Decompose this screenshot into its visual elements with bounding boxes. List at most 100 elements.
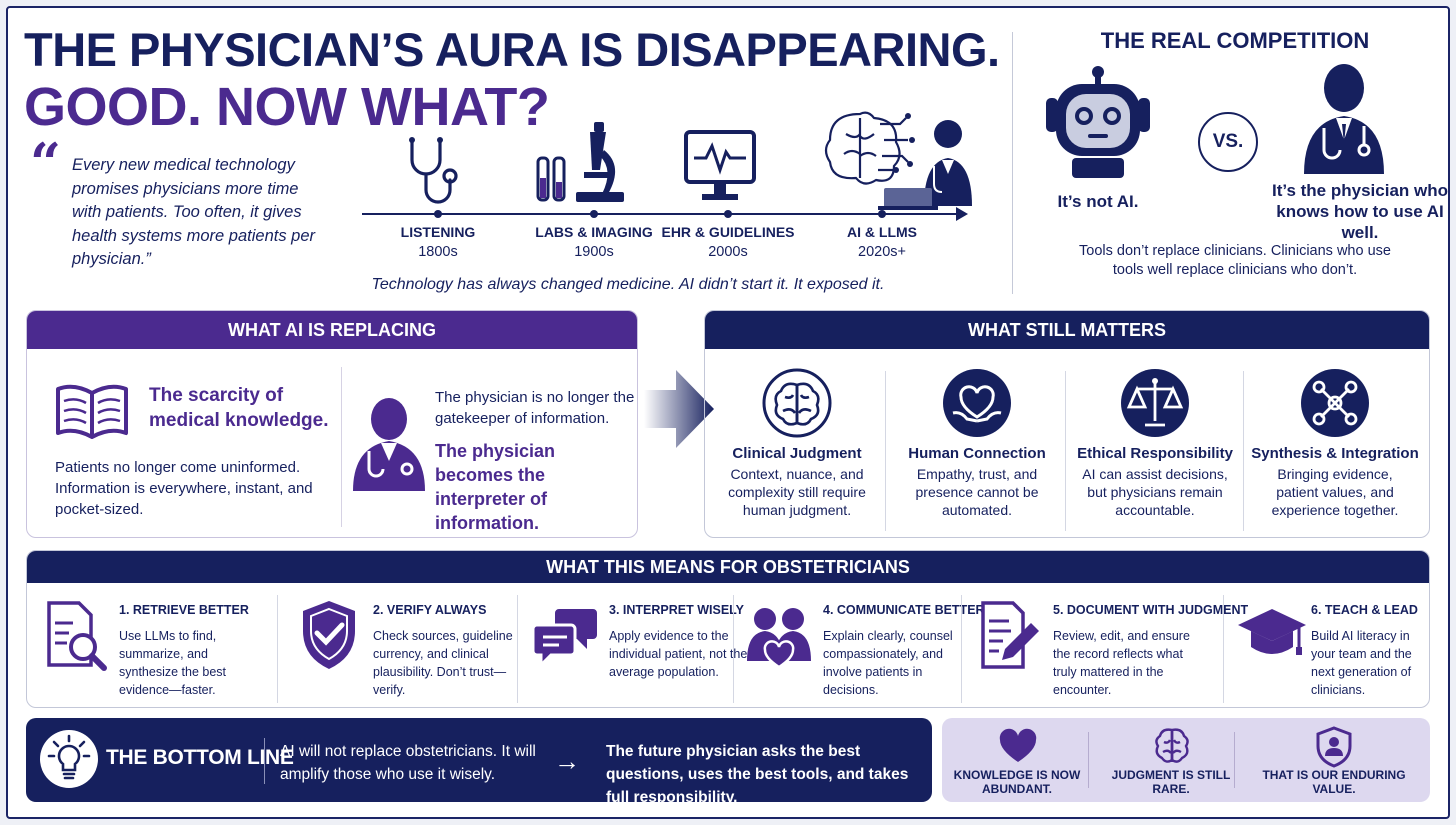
obstetricians-item: 2. VERIFY ALWAYS Check sources, guidelin…: [281, 583, 515, 707]
truth-item: KNOWLEDGE IS NOW ABUNDANT.: [942, 718, 1092, 802]
timeline-dot: [590, 210, 598, 218]
matters-item: Human Connection Empathy, trust, and pre…: [889, 361, 1065, 533]
microscope-icon: [536, 122, 624, 202]
arrow-right-icon: →: [554, 746, 580, 776]
stethoscope-icon: [409, 137, 458, 204]
divider: [277, 595, 278, 703]
truth-text: KNOWLEDGE IS NOW ABUNDANT.: [953, 768, 1081, 796]
bottom-line-title: THE BOTTOM LINE: [106, 746, 294, 769]
ai-doctor-icon: [824, 111, 972, 210]
competition-left-label: It’s not AI.: [1057, 192, 1139, 211]
timeline-caption: Technology has always changed medicine. …: [371, 276, 885, 293]
matters-panel: WHAT STILL MATTERS Clinical Judgment Con…: [704, 310, 1430, 538]
matters-heading: WHAT STILL MATTERS: [705, 311, 1429, 349]
divider: [264, 738, 265, 784]
matters-text: Context, nuance, and complexity still re…: [728, 466, 866, 518]
network-icon: [1301, 369, 1369, 437]
divider: [341, 367, 342, 527]
obstetricians-title: 2. VERIFY ALWAYS: [373, 603, 487, 617]
replacing-heading: WHAT AI IS REPLACING: [27, 311, 637, 349]
matters-item: Ethical Responsibility AI can assist dec…: [1067, 361, 1243, 533]
matters-item: Clinical Judgment Context, nuance, and c…: [709, 361, 885, 533]
title-line-2: GOOD. NOW WHAT?: [24, 77, 550, 137]
timeline-dot: [434, 210, 442, 218]
replacing-left-text: Patients no longer come uninformed. Info…: [55, 459, 313, 518]
divider: [733, 595, 734, 703]
quote-text: Every new medical technology promises ph…: [72, 156, 316, 268]
timeline-year: 1900s: [574, 244, 614, 260]
matters-title: Ethical Responsibility: [1077, 445, 1233, 462]
quote-mark-icon: “: [30, 131, 62, 195]
obstetricians-item: 1. RETRIEVE BETTER Use LLMs to find, sum…: [27, 583, 261, 707]
divider: [1012, 32, 1013, 294]
replacing-panel: WHAT AI IS REPLACING The scarcity of med…: [26, 310, 638, 538]
obstetricians-item: 5. DOCUMENT WITH JUDGMENT Review, edit, …: [961, 583, 1248, 707]
heart-hands-icon: [943, 369, 1011, 437]
monitor-icon: [684, 130, 756, 200]
matters-title: Human Connection: [908, 445, 1046, 462]
obstetricians-text: Apply evidence to the individual patient…: [609, 629, 748, 679]
obstetricians-text: Review, edit, and ensure the record refl…: [1053, 629, 1190, 697]
divider: [961, 595, 962, 703]
graduation-cap-icon: [1238, 609, 1306, 655]
truth-item: THAT IS OUR ENDURING VALUE.: [1242, 718, 1426, 802]
truth-text: THAT IS OUR ENDURING VALUE.: [1262, 768, 1406, 796]
shield-person-icon: [1316, 726, 1352, 768]
matters-title: Synthesis & Integration: [1251, 445, 1419, 462]
truths-panel: KNOWLEDGE IS NOW ABUNDANT. JUDGMENT IS S…: [942, 718, 1430, 802]
lightbulb-icon: [40, 730, 98, 788]
document-search-icon: [47, 601, 107, 671]
timeline-year: 2020s+: [858, 244, 906, 260]
divider: [1243, 371, 1244, 531]
replacing-right-heading: The physician becomes the interpreter of…: [435, 441, 556, 533]
chat-bubbles-icon: [531, 609, 597, 669]
timeline-dot: [724, 210, 732, 218]
book-icon: [56, 384, 128, 439]
competition-right-label: It’s the physician who knows how to use …: [1271, 181, 1448, 242]
truth-item: JUDGMENT IS STILL RARE.: [1096, 718, 1246, 802]
scarcity-heading: The scarcity of medical knowledge.: [149, 385, 329, 431]
obstetricians-title: 4. COMMUNICATE BETTER: [823, 603, 985, 617]
competition-title: THE REAL COMPETITION: [1100, 28, 1370, 53]
arrow-right-icon: [644, 370, 714, 448]
obstetricians-title: 5. DOCUMENT WITH JUDGMENT: [1053, 603, 1249, 617]
obstetricians-text: Build AI literacy in your team and the n…: [1311, 629, 1412, 697]
obstetricians-title: 1. RETRIEVE BETTER: [119, 603, 249, 617]
obstetricians-title: 3. INTERPRET WISELY: [609, 603, 744, 617]
timeline-label: EHR & GUIDELINES: [661, 224, 795, 240]
timeline-year: 1800s: [418, 244, 458, 260]
matters-text: Empathy, trust, and presence cannot be a…: [915, 466, 1039, 518]
shield-check-icon: [303, 601, 355, 669]
title-line-1: THE PHYSICIAN’S AURA IS DISAPPEARING.: [24, 23, 1000, 76]
timeline-label: LISTENING: [400, 224, 476, 240]
divider: [517, 595, 518, 703]
obstetricians-text: Explain clearly, counsel compassionately…: [823, 629, 953, 697]
obstetricians-panel: WHAT THIS MEANS FOR OBSTETRICIANS 1. RET…: [26, 550, 1430, 708]
matters-text: AI can assist decisions, but physicians …: [1082, 466, 1228, 518]
physician-icon: [1304, 64, 1384, 174]
people-heart-icon: [747, 608, 811, 669]
timeline-arrowhead: [956, 207, 968, 221]
obstetricians-item: 3. INTERPRET WISELY Apply evidence to th…: [517, 583, 751, 707]
robot-icon: [1046, 66, 1150, 178]
obstetricians-item: 6. TEACH & LEAD Build AI literacy in you…: [1223, 583, 1429, 707]
infographic: THE PHYSICIAN’S AURA IS DISAPPEARING. GO…: [6, 6, 1450, 819]
bottom-line-banner: THE BOTTOM LINE AI will not replace obst…: [26, 718, 932, 806]
timeline-dot: [878, 210, 886, 218]
brain-icon: [1155, 728, 1189, 763]
divider: [1088, 732, 1089, 788]
divider: [1223, 595, 1224, 703]
bottom-line-emphasis: The future physician asks the best quest…: [606, 743, 909, 806]
timeline-year: 2000s: [708, 244, 748, 260]
obstetricians-text: Check sources, guideline currency, and c…: [373, 629, 513, 697]
divider: [1065, 371, 1066, 531]
divider: [885, 371, 886, 531]
vs-badge: VS.: [1198, 112, 1258, 172]
timeline-label: AI & LLMS: [847, 224, 917, 240]
matters-text: Bringing evidence, patient values, and e…: [1271, 466, 1399, 518]
obstetricians-text: Use LLMs to find, summarize, and synthes…: [119, 629, 227, 697]
replacing-right-text: The physician is no longer the gatekeepe…: [435, 389, 635, 427]
divider: [1234, 732, 1235, 788]
matters-title: Clinical Judgment: [732, 445, 862, 462]
matters-item: Synthesis & Integration Bringing evidenc…: [1247, 361, 1423, 533]
